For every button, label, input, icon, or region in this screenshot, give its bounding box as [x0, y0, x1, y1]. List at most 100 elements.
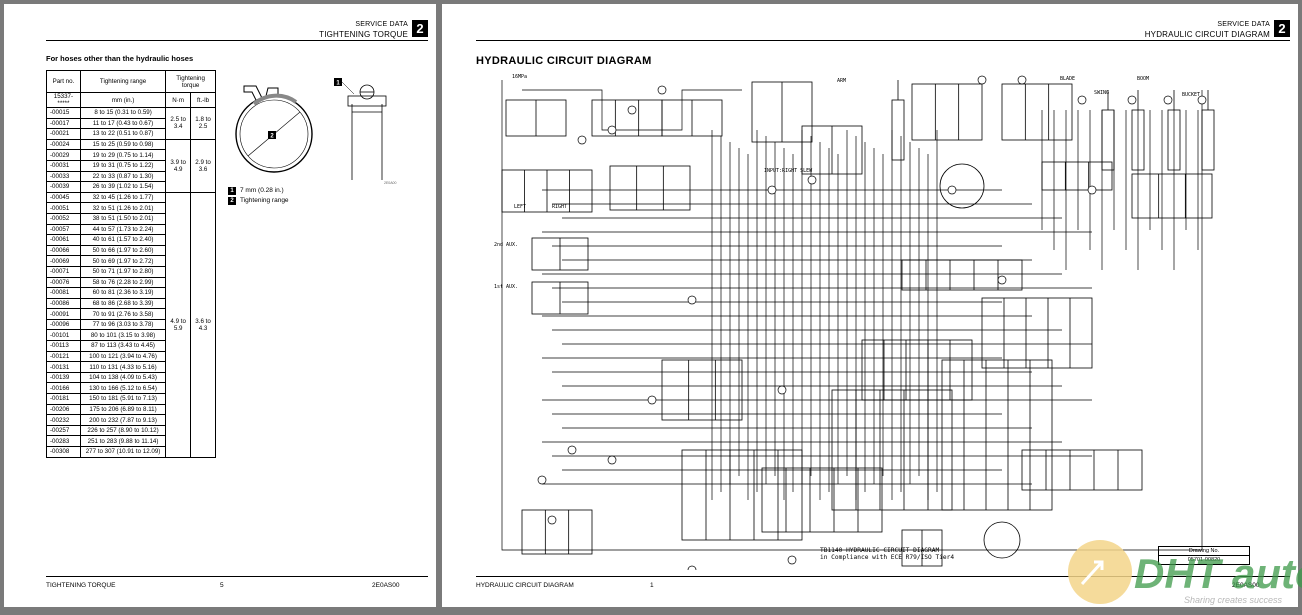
- circuit-node: [807, 175, 817, 185]
- cell-range: 11 to 17 (0.43 to 0.67): [79, 117, 167, 130]
- circuit-nodes: [537, 75, 1207, 570]
- drawing-number-box: Drawing No. 05701-00820: [1158, 546, 1250, 565]
- cell-part-no: -00166: [46, 382, 81, 395]
- cell-part-no: -00039: [46, 181, 81, 193]
- cylinder: [1201, 109, 1215, 171]
- label-1st-aux: 1st AUX.: [494, 284, 518, 290]
- cell-part-no: -00101: [46, 329, 81, 342]
- cell-part-no: -00031: [46, 159, 81, 172]
- cell-range: 68 to 86 (2.68 to 3.39): [79, 297, 167, 310]
- circuit-node: [997, 275, 1007, 285]
- cell-part-no: -00308: [46, 446, 81, 458]
- legend-item-2: 2 Tightening range: [228, 196, 289, 206]
- cell-part-no: -00232: [46, 414, 81, 426]
- label-boom: BOOM: [1137, 76, 1149, 82]
- circuit-node: [1077, 95, 1087, 105]
- circuit-node: [537, 475, 547, 485]
- cell-part-no: -00061: [46, 234, 81, 246]
- torque-table: Part no. Tightening range Tightening tor…: [46, 70, 216, 458]
- hydraulic-line: [522, 89, 742, 131]
- left-page: SERVICE DATA TIGHTENING TORQUE 2 For hos…: [4, 4, 436, 607]
- cell-range: 38 to 51 (1.50 to 2.01): [79, 212, 167, 225]
- valve-block: [1131, 173, 1213, 219]
- clamp-side-view: [347, 84, 387, 180]
- circuit-node: [977, 75, 987, 85]
- cell-part-no: -00206: [46, 403, 81, 416]
- valve-block: [941, 359, 1053, 511]
- cell-range: 150 to 181 (5.91 to 7.13): [79, 393, 167, 405]
- cell-range: 50 to 66 (1.97 to 2.60): [79, 244, 167, 257]
- cell-part-no: -00139: [46, 371, 81, 384]
- valve-block: [911, 83, 983, 141]
- header-rule: [476, 40, 1290, 41]
- valve-block: [591, 99, 663, 137]
- valve-block: [861, 339, 973, 401]
- cell-part-no: -00121: [46, 350, 81, 363]
- cell-range: 32 to 51 (1.26 to 2.01): [79, 202, 167, 214]
- hose-clamp-figure: 2 1 2E0A00: [235, 78, 397, 185]
- cell-range: 44 to 57 (1.73 to 2.24): [79, 223, 167, 236]
- header-section: SERVICE DATA: [355, 21, 408, 28]
- cell-range: 87 to 113 (3.43 to 4.45): [79, 340, 167, 352]
- cell-range: 32 to 45 (1.26 to 1.77): [79, 191, 167, 204]
- cell-part-no: -00091: [46, 308, 81, 320]
- cell-range: 26 to 39 (1.02 to 1.54): [79, 181, 167, 193]
- cell-range: 80 to 101 (3.15 to 3.98): [79, 329, 167, 342]
- circuit-node: [1087, 185, 1097, 195]
- pump: [983, 521, 1021, 559]
- header-title: TIGHTENING TORQUE: [319, 30, 408, 39]
- circuit-node: [777, 385, 787, 395]
- col-unit-nm: N·m: [165, 92, 192, 108]
- cell-range: 70 to 91 (2.76 to 3.58): [79, 308, 167, 320]
- cell-range: 251 to 283 (9.88 to 11.14): [79, 435, 167, 447]
- cell-range: 226 to 257 (8.90 to 10.12): [79, 424, 167, 437]
- cell-range: 58 to 76 (2.28 to 2.99): [79, 276, 167, 289]
- cell-range: 100 to 121 (3.94 to 4.76): [79, 350, 167, 363]
- circuit-node: [767, 185, 777, 195]
- cell-part-no: -00071: [46, 265, 81, 278]
- diagram-labels: ARM BLADE BOOM SWING BUCKET LEFT RIGHT 2…: [494, 74, 1200, 290]
- circuit-node: [787, 555, 797, 565]
- cylinder: [1101, 109, 1115, 171]
- cell-torque-ft: 3.6 to 4.3: [190, 191, 216, 458]
- cell-part-no: -00257: [46, 424, 81, 437]
- cell-part-no: -00113: [46, 340, 81, 352]
- label-1-box: [334, 78, 342, 86]
- watermark-tagline: Sharing creates success: [1183, 595, 1282, 605]
- cell-range: 13 to 22 (0.51 to 0.87): [79, 128, 167, 140]
- cell-range: 77 to 96 (3.03 to 3.78): [79, 318, 167, 331]
- circuit-node: [687, 565, 697, 570]
- cell-part-no: -00029: [46, 149, 81, 161]
- header-section: SERVICE DATA: [1217, 21, 1270, 28]
- legend-item-1: 1 7 mm (0.28 in.): [228, 186, 289, 196]
- col-range: Tightening range: [79, 70, 167, 93]
- cell-range: 19 to 31 (0.75 to 1.22): [79, 159, 167, 172]
- valve-block: [609, 165, 691, 211]
- label-swing: SWING: [1094, 90, 1109, 96]
- label-right: RIGHT: [552, 204, 567, 210]
- cell-torque-ft: 2.9 to 3.6: [190, 138, 216, 193]
- cell-part-no: -00045: [46, 191, 81, 204]
- label-1: 1: [336, 81, 340, 87]
- cell-part-no: -00066: [46, 244, 81, 257]
- valve-block: [901, 259, 1023, 291]
- hydraulic-circuit-diagram: ARM BLADE BOOM SWING BUCKET LEFT RIGHT 2…: [494, 74, 1215, 570]
- cell-part-no: -00181: [46, 393, 81, 405]
- cell-part-no: -00015: [46, 107, 81, 119]
- cell-part-no: -00131: [46, 361, 81, 373]
- circuit-node: [607, 455, 617, 465]
- cell-range: 104 to 138 (4.09 to 5.43): [79, 371, 167, 384]
- footer-left: TIGHTENING TORQUE: [46, 582, 116, 589]
- cell-torque-nm: 3.9 to 4.9: [165, 138, 192, 193]
- circuit-node: [627, 105, 637, 115]
- circuit-node: [947, 185, 957, 195]
- caption-line-2: in Compliance with ECE R79/ISO Tier4: [820, 554, 955, 561]
